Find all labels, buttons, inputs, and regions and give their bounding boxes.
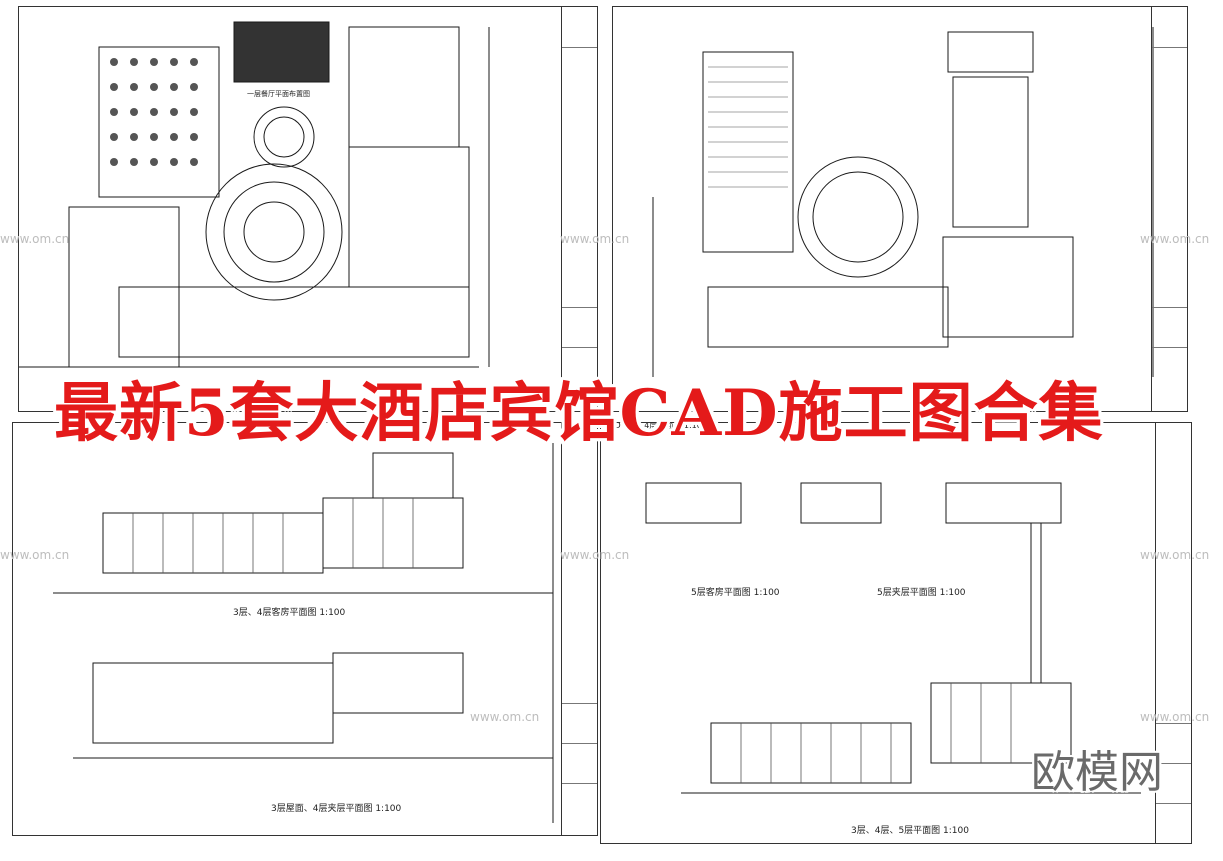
site-watermark: www.om.cn <box>1140 548 1210 562</box>
site-watermark: www.om.cn <box>1140 710 1210 724</box>
sheet-title: 一层餐厅平面布置图 <box>247 90 310 98</box>
drawing-sheet-top-left: 一层餐厅平面布置图 <box>18 6 598 412</box>
roof-plan-drawing <box>652 27 1154 377</box>
brand-watermark: 欧模网 <box>1031 747 1163 798</box>
site-watermark: www.om.cn <box>560 548 630 562</box>
floor-plan-drawing <box>19 21 490 368</box>
drawing-sheet-bottom-right: AD 3层、4层平面图 1:100 5层客房平面图 1:100 5层夹层平面图 … <box>600 422 1192 844</box>
site-watermark: www.om.cn <box>470 710 540 724</box>
title-block <box>561 423 597 835</box>
sheet-header: AD 3层、4层平面图 1:100 <box>609 422 707 430</box>
drawing-caption: 3层、4层客房平面图 1:100 <box>233 608 346 618</box>
site-watermark: www.om.cn <box>0 232 70 246</box>
drawing-sheet-bottom-left: 3层、4层客房平面图 1:100 3层屋面、4层夹层平面图 1:100 <box>12 422 598 836</box>
drawing-caption: 5层夹层平面图 1:100 <box>877 588 966 598</box>
upper-floor-plan-drawing <box>645 482 1141 794</box>
title-block <box>1151 7 1187 411</box>
drawing-caption: 3层屋面、4层夹层平面图 1:100 <box>271 804 402 814</box>
site-watermark: www.om.cn <box>1140 232 1210 246</box>
drawing-caption: 3层、4层、5层平面图 1:100 <box>851 826 969 836</box>
drawing-sheet-top-right <box>612 6 1188 412</box>
title-block <box>1155 423 1191 843</box>
guest-floor-plan-drawing <box>53 443 554 823</box>
drawing-caption: 5层客房平面图 1:100 <box>691 588 780 598</box>
site-watermark: www.om.cn <box>0 548 70 562</box>
title-block <box>561 7 597 411</box>
site-watermark: www.om.cn <box>560 232 630 246</box>
headline-title: 最新5套大酒店宾馆CAD施工图合集 <box>54 376 1104 451</box>
